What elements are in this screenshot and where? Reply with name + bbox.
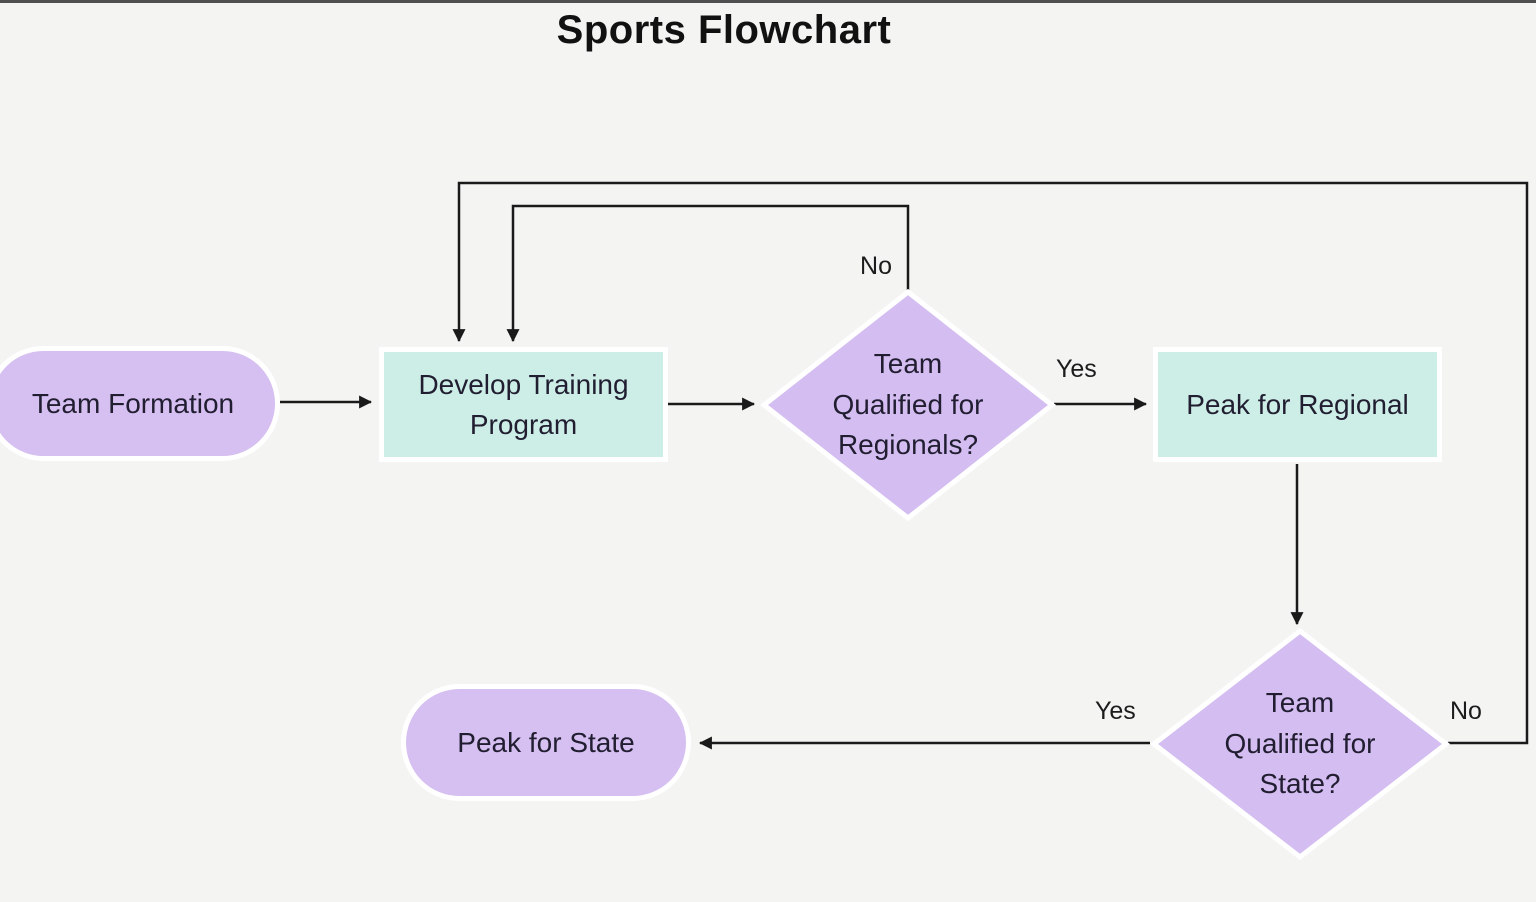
edge-qualifiedregionals-developtraining-no [506, 204, 910, 343]
node-peak-state: Peak for State [401, 684, 691, 801]
node-qualified-state-shape [1149, 627, 1451, 861]
edge-label-state-no: No [1450, 697, 1482, 725]
top-divider [0, 0, 1536, 3]
node-qualified-regionals-shape [759, 288, 1057, 522]
page-title: Sports Flowchart [556, 8, 892, 52]
node-develop-training-label: Develop Training Program [418, 368, 629, 440]
edge-label-state-yes: Yes [1095, 697, 1136, 725]
edge-qualifiedstate-developtraining-no [452, 181, 1529, 745]
node-peak-state-label: Peak for State [457, 726, 635, 758]
node-team-formation: Team Formation [0, 346, 280, 461]
node-peak-regional-label: Peak for Regional [1186, 388, 1409, 420]
node-develop-training: Develop Training Program [379, 347, 668, 462]
node-qualified-regionals-label: Team Qualified for Regionals? [832, 348, 984, 461]
node-team-formation-label: Team Formation [31, 387, 235, 419]
node-qualified-state-label: Team Qualified for State? [1224, 687, 1376, 800]
edge-label-regionals-no: No [860, 252, 892, 280]
node-peak-regional: Peak for Regional [1153, 347, 1442, 462]
edge-label-regionals-yes: Yes [1056, 355, 1097, 383]
